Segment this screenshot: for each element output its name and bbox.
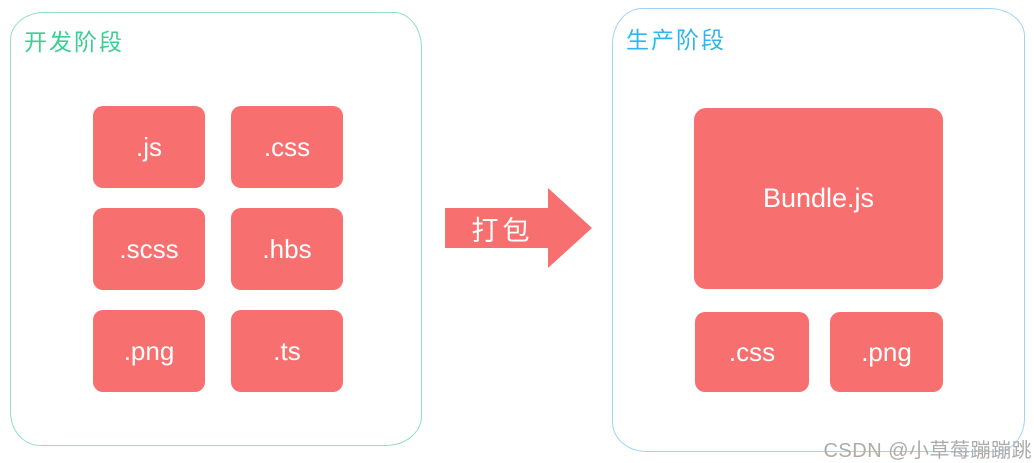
- output-box-png: .png: [830, 312, 943, 392]
- pack-arrow-icon: [445, 188, 592, 268]
- file-box-png: .png: [93, 310, 205, 392]
- dev-phase-title: 开发阶段: [24, 29, 124, 55]
- file-box-css: .css: [231, 106, 343, 188]
- pack-arrow-label: 打包: [471, 215, 534, 246]
- output-box-css: .css: [695, 312, 809, 392]
- dev-phase-panel: 开发阶段 .js .css .scss .hbs .png .ts: [10, 12, 422, 446]
- prod-phase-title: 生产阶段: [626, 27, 726, 53]
- file-box-ts: .ts: [231, 310, 343, 392]
- bundle-js-box: Bundle.js: [694, 108, 943, 289]
- file-box-hbs: .hbs: [231, 208, 343, 290]
- prod-phase-panel: 生产阶段 Bundle.js .css .png: [612, 8, 1025, 452]
- file-box-js: .js: [93, 106, 205, 188]
- file-box-scss: .scss: [93, 208, 205, 290]
- csdn-watermark: CSDN @小草莓蹦蹦跳: [823, 440, 1032, 462]
